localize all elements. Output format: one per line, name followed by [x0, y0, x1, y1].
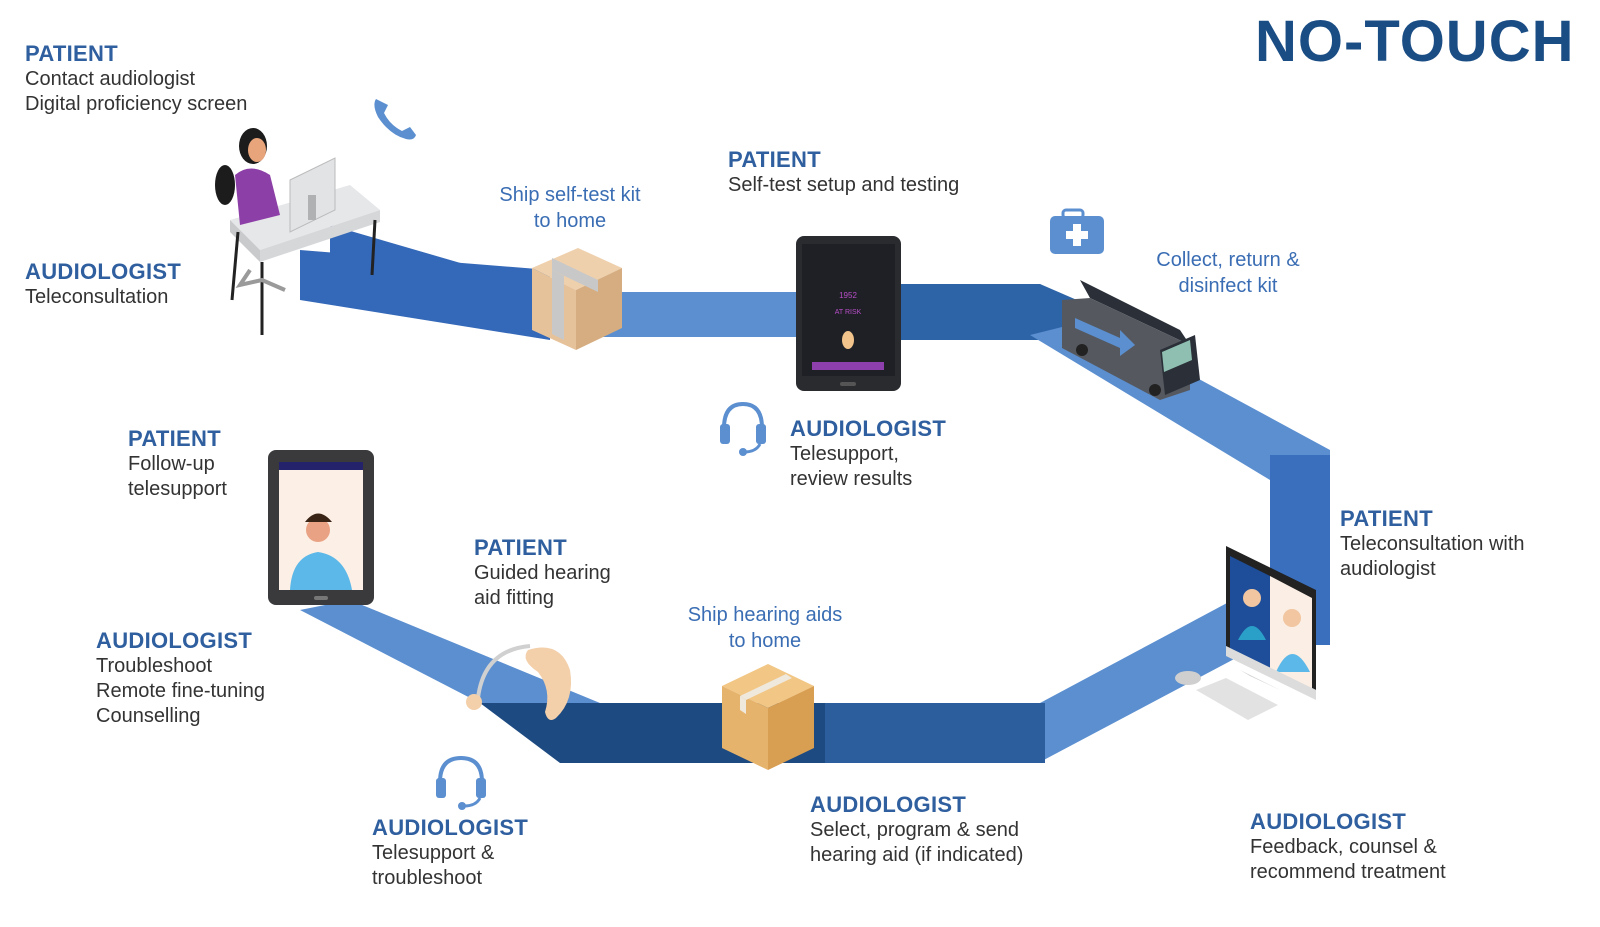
delivery-van-icon	[1062, 280, 1200, 400]
step-role: AUDIOLOGIST	[96, 628, 253, 653]
step-role: PATIENT	[1340, 506, 1433, 531]
step-role: AUDIOLOGIST	[372, 815, 529, 840]
follow-up-tablet	[268, 450, 374, 605]
step-desc: Follow-up	[128, 453, 215, 475]
ship-line: to home	[533, 210, 607, 232]
step-audiologist-troubleshoot: AUDIOLOGIST Troubleshoot Remote fine-tun…	[96, 628, 265, 729]
package-box-icon	[532, 248, 622, 350]
step-desc: Troubleshoot	[96, 655, 212, 677]
step-ship-self-test-kit: Ship self-test kit to home	[480, 182, 660, 234]
step-ship-hearing-aids: Ship hearing aids to home	[670, 602, 860, 654]
step-role: AUDIOLOGIST	[790, 416, 947, 441]
self-test-tablet: 1952 AT RISK	[796, 236, 901, 391]
step-role: PATIENT	[25, 41, 118, 66]
step-role: AUDIOLOGIST	[1250, 809, 1407, 834]
step-role: PATIENT	[128, 426, 221, 451]
diagram-title: NO-TOUCH	[1255, 9, 1575, 74]
step-patient-teleconsultation: PATIENT Teleconsultation with audiologis…	[1340, 506, 1525, 582]
step-desc: aid fitting	[474, 587, 555, 609]
ship-line: Ship hearing aids	[687, 604, 843, 626]
step-audiologist-teleconsultation: AUDIOLOGIST Teleconsultation	[25, 259, 181, 310]
path-segment-7	[820, 703, 1045, 763]
step-desc: Teleconsultation with	[1340, 533, 1525, 555]
step-audiologist-feedback: AUDIOLOGIST Feedback, counsel & recommen…	[1250, 809, 1446, 885]
step-patient-contact: PATIENT Contact audiologist Digital prof…	[25, 41, 247, 117]
step-desc: Telesupport,	[790, 443, 899, 465]
step-desc: audiologist	[1340, 558, 1436, 580]
step-patient-self-test: PATIENT Self-test setup and testing	[728, 147, 959, 198]
step-desc: Counselling	[96, 705, 201, 727]
step-desc: telesupport	[128, 478, 227, 500]
tablet-result: AT RISK	[835, 309, 862, 316]
step-desc: Guided hearing	[474, 562, 611, 584]
step-role: AUDIOLOGIST	[25, 259, 182, 284]
ship-line: to home	[728, 630, 802, 652]
step-role: PATIENT	[728, 147, 821, 172]
step-patient-guided-fitting: PATIENT Guided hearing aid fitting	[474, 535, 611, 611]
phone-icon	[374, 99, 416, 140]
step-role: PATIENT	[474, 535, 567, 560]
ship-line: Ship self-test kit	[499, 184, 641, 206]
step-desc: hearing aid (if indicated)	[810, 844, 1024, 866]
video-call-computer	[1175, 546, 1316, 720]
step-collect-return-kit: Collect, return & disinfect kit	[1138, 247, 1318, 299]
path-segment-9	[300, 600, 600, 703]
step-desc: Teleconsultation	[25, 286, 169, 308]
step-desc: Digital proficiency screen	[25, 93, 248, 115]
step-desc: troubleshoot	[372, 867, 483, 889]
headset-icon	[436, 755, 486, 810]
step-desc: Self-test setup and testing	[728, 174, 960, 196]
ship-line: Collect, return &	[1156, 249, 1300, 271]
step-desc: review results	[790, 468, 913, 490]
package-box-icon	[722, 664, 814, 770]
step-role: AUDIOLOGIST	[810, 792, 967, 817]
tablet-value: 1952	[839, 291, 857, 300]
step-audiologist-select-program: AUDIOLOGIST Select, program & send heari…	[810, 792, 1023, 868]
step-desc: Select, program & send	[810, 819, 1019, 841]
path-segment-6	[1040, 580, 1270, 762]
medical-kit-icon	[1050, 208, 1104, 254]
step-patient-follow-up: PATIENT Follow-up telesupport	[128, 426, 227, 502]
step-desc: Feedback, counsel &	[1250, 836, 1437, 858]
step-desc: Contact audiologist	[25, 68, 196, 90]
step-audiologist-telesupport-review: AUDIOLOGIST Telesupport, review results	[790, 416, 946, 492]
ship-line: disinfect kit	[1178, 275, 1278, 297]
step-desc: Telesupport &	[372, 842, 495, 864]
step-desc: Remote fine-tuning	[96, 680, 265, 702]
step-audiologist-telesupport-troubleshoot: AUDIOLOGIST Telesupport & troubleshoot	[372, 815, 528, 891]
step-desc: recommend treatment	[1250, 861, 1446, 883]
hearing-aid-icon	[466, 644, 572, 720]
headset-icon	[720, 401, 766, 456]
audiologist-desk-illustration	[215, 128, 380, 335]
